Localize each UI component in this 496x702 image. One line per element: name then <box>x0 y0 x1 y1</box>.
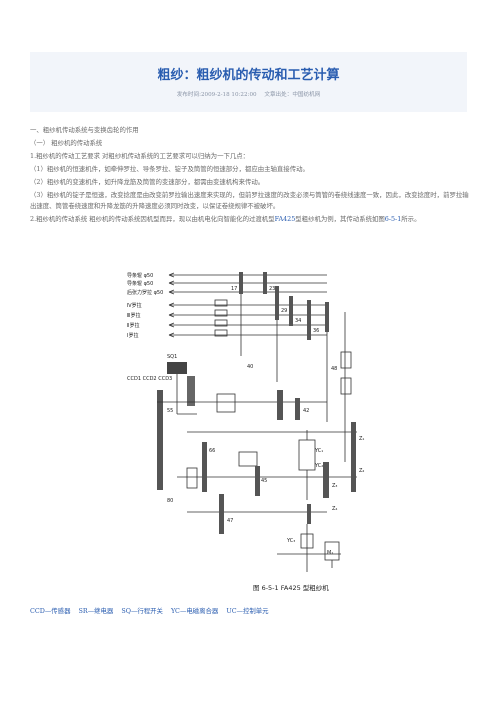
gear <box>219 494 224 534</box>
page-title: 粗纱：粗纱机的传动和工艺计算 <box>157 68 340 83</box>
legend-yc: YC—电磁离合器 <box>170 607 219 615</box>
gear-number: 45 <box>261 478 267 484</box>
section-heading: 一、粗纱机传动系统与变换齿轮的作用 <box>30 126 139 134</box>
label-z3: Z₃ <box>332 483 337 489</box>
legend-footer: CCD—传感器 SR—继电器 SQ—行程开关 YC—电磁离合器 UC—控制单元 <box>30 606 275 615</box>
bearing <box>214 299 228 307</box>
paragraph: 1.粗纱机的传动工艺要求 对粗纱机传动系统的工艺要求可以归纳为一下几点： <box>30 152 250 160</box>
gear-number: 23 <box>269 286 275 292</box>
roller-arrow <box>168 272 175 338</box>
clutch <box>340 377 352 395</box>
label-sq: SQ1 <box>167 354 177 360</box>
long-gear <box>157 390 163 490</box>
label-roller2: Ⅱ罗拉 <box>127 322 139 329</box>
figure-ref-link[interactable]: 6-5-1 <box>384 215 402 223</box>
link <box>176 374 197 415</box>
label-roller3: Ⅲ罗拉 <box>127 312 140 319</box>
motor-block <box>238 451 258 467</box>
gear <box>277 390 283 420</box>
gear <box>255 466 260 496</box>
figure-caption: 图 6-5-1 FA425 型粗纱机 <box>253 583 329 592</box>
label-roller1: Ⅰ罗拉 <box>127 332 138 339</box>
sensor-block <box>167 362 187 374</box>
bearing <box>214 309 228 317</box>
cam <box>187 376 195 406</box>
long-gear <box>351 422 356 492</box>
label-ccd: CCD1 CCD2 CCD3 <box>127 376 172 382</box>
machine-model-link[interactable]: FA425 <box>274 215 296 223</box>
gear-number: 36 <box>313 328 319 334</box>
rack <box>186 467 198 489</box>
gear <box>325 302 329 332</box>
legend-ccd: CCD—传感器 <box>30 607 71 615</box>
gearbox <box>216 393 236 413</box>
gear-number: 29 <box>281 308 287 314</box>
paragraph-text: 型粗纱机为例，其传动系统如图 <box>295 215 385 223</box>
gear <box>307 504 311 524</box>
gear <box>323 462 329 498</box>
subsection-heading: （一） 粗纱机的传动系统 <box>30 139 103 147</box>
gear-number: 47 <box>227 518 233 524</box>
gear <box>289 296 293 326</box>
legend-sq: SQ—行程开关 <box>121 607 163 615</box>
bearing <box>214 319 228 327</box>
paragraph: （2）粗纱机的变速机件，如升降龙筋及筒管的变速部分，都需由变速机构来传动。 <box>30 178 265 186</box>
label-yc1: YC₁ <box>314 448 323 454</box>
label-daotiao2: 导条辊 φ50 <box>127 280 153 287</box>
gear-number: 66 <box>209 448 215 454</box>
label-houzhang: 后张力罗拉 φ50 <box>127 289 163 296</box>
gear <box>263 272 267 294</box>
label-z4: Z₄ <box>332 506 337 512</box>
gear <box>202 442 207 492</box>
gear-number: 42 <box>303 408 309 414</box>
gear <box>239 272 243 294</box>
paragraph-text: 所示。 <box>401 215 421 223</box>
article-source: 文章出处：中国纺机网 <box>264 92 321 98</box>
paragraph-text: 2.粗纱机的传动系统 粗纱机的传动系统因机型而异，现以由机电化向智能化的过渡机型 <box>30 215 275 223</box>
gear-number: 40 <box>247 364 253 370</box>
gear-number: 55 <box>167 408 173 414</box>
label-daotiao1: 导条辊 φ50 <box>127 272 153 279</box>
label-yc3: YC₃ <box>286 538 295 544</box>
gear-number: 17 <box>231 286 237 292</box>
clutch <box>340 351 352 369</box>
label-motor: M₁ <box>327 550 333 556</box>
gear-number: 80 <box>167 498 173 504</box>
transmission-diagram: 导条辊 φ50 导条辊 φ50 后张力罗拉 φ50 Ⅳ罗拉 Ⅲ罗拉 Ⅱ罗拉 Ⅰ罗… <box>127 272 364 592</box>
differential <box>298 439 316 471</box>
paragraph: （3）粗纱机的锭子是恒速，改变捻度是由改变前罗拉输出速度来实现的，但前罗拉速度的… <box>30 191 469 210</box>
gear <box>307 300 311 340</box>
gear <box>295 398 300 420</box>
publish-time: 发布时间:2009-2-18 10:22:00 <box>176 92 257 98</box>
legend-uc: UC—控制单元 <box>226 607 269 615</box>
label-z2: Z₂ <box>359 468 364 474</box>
gear-number: 48 <box>331 366 337 372</box>
gear <box>275 286 279 320</box>
article-meta: 发布时间:2009-2-18 10:22:00 文章出处：中国纺机网 <box>30 90 467 98</box>
legend-sr: SR—继电器 <box>78 607 114 615</box>
paragraph: 2.粗纱机的传动系统 粗纱机的传动系统因机型而异，现以由机电化向智能化的过渡机型… <box>30 214 470 225</box>
label-yc2: YC₂ <box>314 463 323 469</box>
paragraph: （1）粗纱机的恒速机件，如牵伸罗拉、导条罗拉、锭子及筒管的恒速部分，都应由主轴直… <box>30 165 309 173</box>
clutch <box>300 533 314 549</box>
label-roller4: Ⅳ罗拉 <box>127 302 142 309</box>
label-z1: Z₁ <box>359 436 364 442</box>
bearing <box>214 329 228 337</box>
gear-number: 34 <box>295 318 301 324</box>
article-header: 粗纱：粗纱机的传动和工艺计算 发布时间:2009-2-18 10:22:00 文… <box>30 52 467 112</box>
